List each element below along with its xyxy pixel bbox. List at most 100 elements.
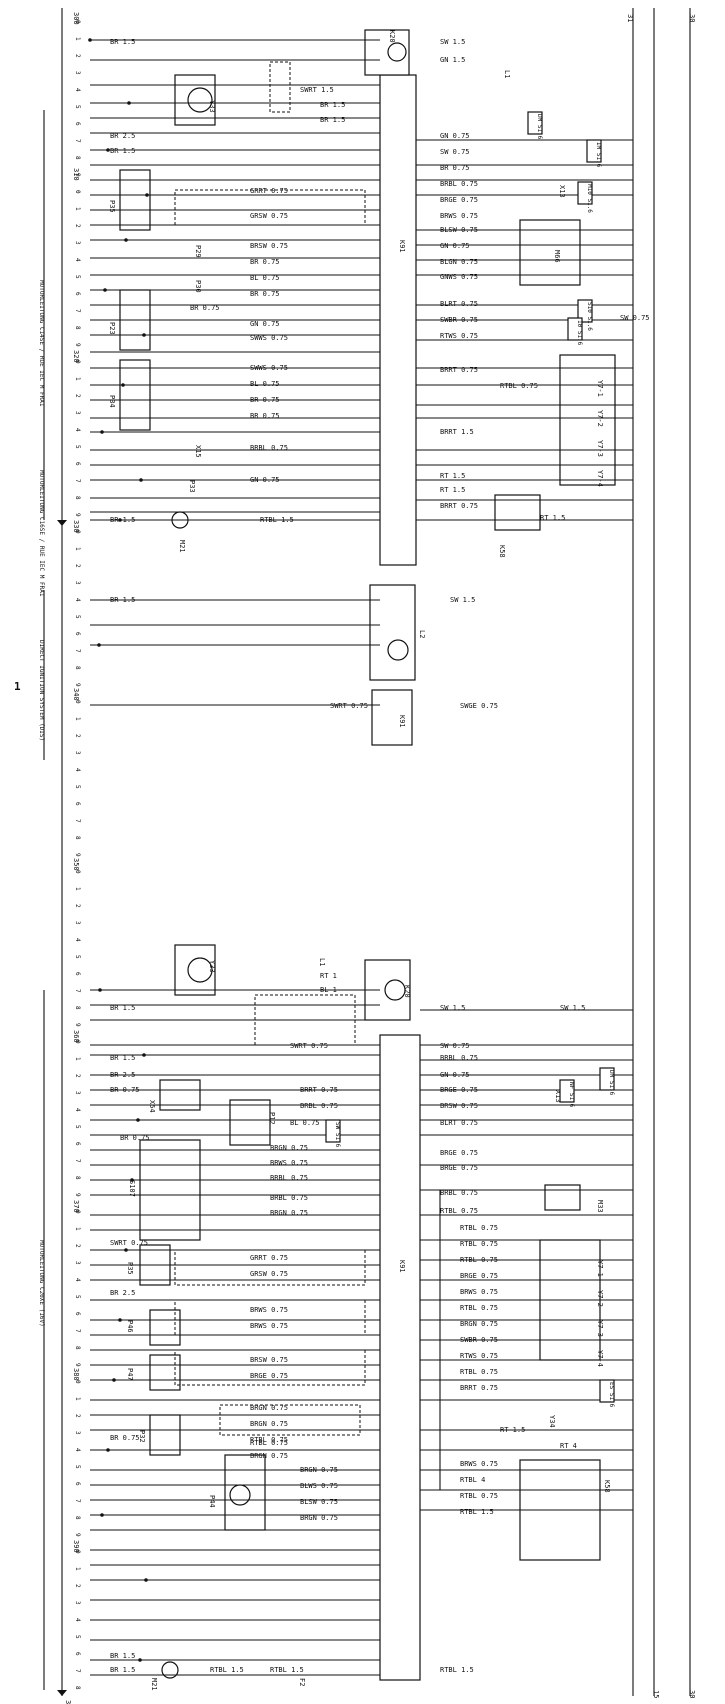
- wire-label-top: SWRT 1.5: [300, 86, 334, 94]
- ruler-tick-digit: 1: [74, 37, 81, 41]
- wire-label-bottom: BRGE 0.75: [460, 1272, 498, 1280]
- ruler-tick-digit: 5: [74, 105, 81, 109]
- component-label-k58: K58: [498, 545, 506, 558]
- wire-label-bottom: BRGN 0.75: [300, 1466, 338, 1474]
- ruler-tick-digit: 2: [74, 734, 81, 738]
- junction-dot: [121, 383, 125, 387]
- wire-label-top: BL 0.75: [250, 274, 280, 282]
- component-label-k91: K91: [398, 1260, 406, 1273]
- wire-label-bottom: BRBL 0.75: [440, 1189, 478, 1197]
- ground-icon: [57, 1690, 67, 1696]
- component-label-x13: X13: [558, 185, 566, 198]
- wire-label-bottom: BRRT 0.75: [460, 1384, 498, 1392]
- ruler-tick-digit: 3: [74, 1261, 81, 1265]
- wire-label-bottom: RTBL 1.5: [460, 1508, 494, 1516]
- connector-chip: [559, 1079, 575, 1103]
- junction-dot: [88, 38, 92, 42]
- wire-label-top: BLGN 0.75: [440, 258, 478, 266]
- component-label-l1: L1: [503, 70, 511, 78]
- junction-dot: [112, 1378, 116, 1382]
- wire-label-bottom: RTBL 1.5: [210, 1666, 244, 1674]
- wire-label-top: GN 0.75: [440, 242, 470, 250]
- wire-label-top: BRWS 0.75: [440, 212, 478, 220]
- p44-symbol: [229, 1484, 251, 1506]
- connector-chip: [586, 139, 602, 163]
- ruler-tick-digit: 3: [74, 71, 81, 75]
- ruler-tick-digit: 0: [74, 1380, 81, 1384]
- ruler-tick-digit: 5: [74, 615, 81, 619]
- component-label-y7-1: Y7-1: [596, 1260, 604, 1277]
- ruler-tick-digit: 3: [74, 1601, 81, 1605]
- ruler-tick-digit: 5: [74, 1465, 81, 1469]
- relay-symbol: [387, 42, 407, 62]
- sensor-p34: [119, 359, 151, 431]
- ruler-tick-digit: 4: [74, 1278, 81, 1282]
- ruler-tick-digit: 8: [74, 1686, 81, 1690]
- ruler-tick-digit: 8: [74, 1516, 81, 1520]
- ruler-tick-digit: 8: [74, 666, 81, 670]
- ruler-tick-digit: 0: [74, 870, 81, 874]
- wire-label-bottom: BRGN 0.75: [460, 1320, 498, 1328]
- junction-dot: [124, 1248, 128, 1252]
- ruler-tick-digit: 6: [74, 1142, 81, 1146]
- component-label-y7-2: Y7-2: [596, 410, 604, 427]
- wire-label-bottom: BRBL 0.75: [300, 1102, 338, 1110]
- ruler-tick-digit: 9: [74, 513, 81, 517]
- ruler-tick-digit: 7: [74, 479, 81, 483]
- ruler-number-300: 300: [72, 12, 80, 25]
- component-label-y33: Y33: [208, 100, 216, 113]
- wire-label-top: SWWS 0.75: [250, 364, 288, 372]
- wire-label-bottom: BRGN 0.75: [250, 1452, 288, 1460]
- ruler-tick-digit: 2: [74, 564, 81, 568]
- ruler-tick-digit: 9: [74, 1193, 81, 1197]
- component-label-m66: M66: [553, 250, 561, 263]
- junction-dot: [138, 1658, 142, 1662]
- wire-label-top: RT 1.5: [440, 486, 465, 494]
- wire-label-bottom: BRBL 0.75: [270, 1194, 308, 1202]
- wire-label-bottom: RT 1.5: [500, 1426, 525, 1434]
- ruler-number-380: 380: [72, 1368, 80, 1381]
- ruler-tick-digit: 2: [74, 224, 81, 228]
- component-label-p44: P44: [208, 1495, 216, 1508]
- wire-label-top: RTWS 0.75: [440, 332, 478, 340]
- wire-label-top: BR 1.5: [320, 101, 345, 109]
- wire-label-bottom: RTBL 0.75: [460, 1304, 498, 1312]
- ruler-tick-digit: 7: [74, 989, 81, 993]
- ruler-tick-digit: 3: [74, 921, 81, 925]
- section-caption: DIRECT IGNITION SYSTEM (DIS): [38, 640, 45, 741]
- wire-label-top: GN 0.75: [440, 132, 470, 140]
- ruler-tick-digit: 2: [74, 1074, 81, 1078]
- component-label-x54: X54: [148, 1100, 156, 1113]
- connector-chip-label: S10 S1.6: [586, 302, 593, 331]
- ruler-tick-digit: 0: [74, 1210, 81, 1214]
- rail-label-30-bottom: 30: [688, 1690, 696, 1698]
- wire-label-bottom: BRSW 0.75: [250, 1356, 288, 1364]
- wire-label-bottom: GRRT 0.75: [250, 1254, 288, 1262]
- shielded-cable: [269, 61, 291, 113]
- wire-label-bottom: BR 2.5: [110, 1289, 135, 1297]
- wire-label-top: BRGE 0.75: [440, 196, 478, 204]
- wire-label-bottom: RTBL 0.75: [250, 1436, 288, 1444]
- component-label-x13: X13: [554, 1090, 562, 1103]
- connector-chip: [527, 111, 543, 135]
- ruler-tick-digit: 8: [74, 836, 81, 840]
- ruler-tick-digit: 6: [74, 1652, 81, 1656]
- ruler-tick-digit: 5: [74, 275, 81, 279]
- ruler-tick-digit: 9: [74, 683, 81, 687]
- ruler-tick-digit: 1: [74, 1227, 81, 1231]
- wire-label-bottom: BRWS 0.75: [250, 1306, 288, 1314]
- wire-label-top: SWGE 0.75: [460, 702, 498, 710]
- wire-label-bottom: BRGE 0.75: [440, 1149, 478, 1157]
- ruler-tick-digit: 1: [74, 207, 81, 211]
- rail-label-30: 30: [688, 14, 696, 22]
- component-label-y33: Y33: [208, 960, 216, 973]
- junction-dot: [97, 643, 101, 647]
- sensor-p32: [149, 1414, 181, 1456]
- wire-label-top: GN 0.75: [250, 476, 280, 484]
- component-label-m21: M21: [150, 1678, 158, 1691]
- component-label-m33: M33: [596, 1200, 604, 1213]
- ruler-tick-digit: 3: [74, 411, 81, 415]
- wire-label-top: SWWS 0.75: [250, 334, 288, 342]
- component-label-k58: K58: [603, 1480, 611, 1493]
